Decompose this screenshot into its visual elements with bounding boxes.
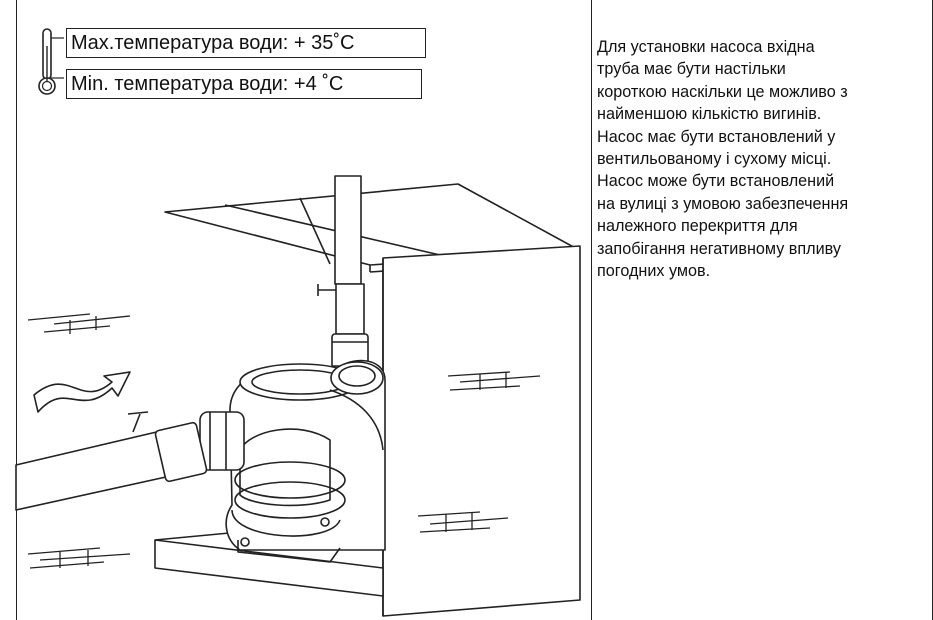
min-temperature-label: Min. температура води: +4 ˚C (66, 69, 422, 99)
pump-installation-illustration (15, 175, 581, 617)
left-border-line (16, 0, 17, 620)
description-line: належного перекриття для (597, 217, 798, 236)
installation-description: Для установки насоса вхідна труба має бу… (597, 36, 929, 282)
description-line: вентильованому і сухому місці. (597, 150, 832, 169)
description-line: погодних умов. (597, 262, 711, 281)
description-line: на вулиці з умовою забезпечення (597, 194, 849, 213)
description-line: запобігання негативному впливу (597, 239, 841, 258)
description-line: короткою наскільки це можливо з (597, 82, 848, 101)
max-temperature-label: Max.температура води: + 35˚C (66, 28, 426, 58)
description-line: Насос має бути встановлений у (597, 127, 836, 146)
description-line: Для установки насоса вхідна (597, 38, 815, 56)
description-line: Насос може бути встановлений (597, 172, 835, 191)
description-line: труба має бути настільки (597, 60, 786, 79)
description-line: найменшою кількістю вигинів. (597, 105, 822, 124)
thermometer-icon (38, 28, 64, 95)
column-divider (591, 0, 592, 620)
